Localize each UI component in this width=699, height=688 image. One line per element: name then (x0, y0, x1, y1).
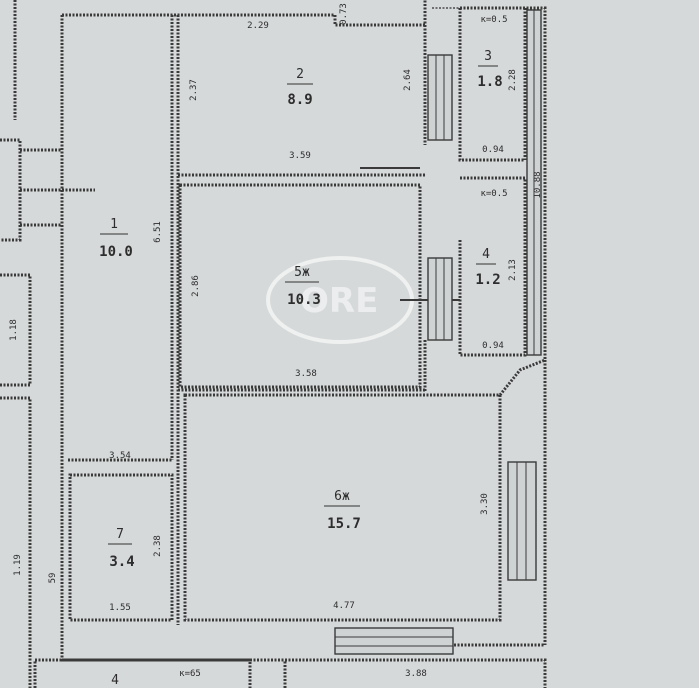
room-3-number: 3 (484, 49, 492, 64)
dim-left-a: 1.18 (9, 319, 19, 341)
dim-top-right: 0.73 (339, 3, 349, 25)
room-1-dim-side: 6.51 (153, 221, 163, 243)
room-2-area: 8.9 (287, 92, 312, 108)
room-3-area: 1.8 (477, 74, 502, 90)
room-3-dim-top: к=0.5 (480, 15, 507, 25)
window-top (427, 54, 453, 141)
room-2-dim-top: 2.29 (247, 21, 269, 31)
room-3-dim-side: 2.28 (508, 69, 518, 91)
dim-left-b: 1.19 (13, 554, 23, 576)
room-2-dim-right: 2.64 (403, 69, 413, 91)
room-7-number: 7 (116, 527, 124, 542)
room-2-dim-bottom: 3.59 (289, 151, 311, 161)
room-5-area: 10.3 (287, 292, 321, 308)
room-4-area: 1.2 (475, 272, 500, 288)
dim-bottom-right: 3.88 (405, 669, 427, 679)
neighbour-fragments (0, 0, 547, 688)
room-6-area: 15.7 (327, 516, 361, 532)
room-4-dim-bottom: 0.94 (482, 341, 504, 351)
room-2-dim-left: 2.37 (189, 79, 199, 101)
room-6-number: 6ж (334, 489, 350, 504)
room-5-number: 5ж (294, 265, 310, 280)
room-5-dim-left: 2.86 (191, 275, 201, 297)
room-1-area: 10.0 (99, 244, 133, 260)
room-2-number: 2 (296, 67, 304, 82)
watermark-logo: ORE (266, 256, 414, 344)
room-6-dim-bottom: 4.77 (333, 601, 355, 611)
window-middle (427, 257, 453, 341)
windows (334, 9, 542, 655)
room-7-dim-bottom: 1.55 (109, 603, 131, 613)
room-7-dim-side: 2.38 (153, 535, 163, 557)
room-4-dim-side: 2.13 (508, 259, 518, 281)
watermark-text: ORE (300, 281, 378, 321)
room-4-dim-top: к=0.5 (480, 189, 507, 199)
room-5-dim-bottom: 3.58 (295, 369, 317, 379)
inner-walls (68, 8, 546, 625)
dim-left-c: 59 (48, 573, 58, 584)
dim-bottom-num: 4 (111, 673, 119, 688)
room-4-number: 4 (482, 247, 490, 262)
window-bottom (334, 627, 454, 655)
dim-bottom-k: к=65 (179, 669, 201, 679)
room-3-dim-bottom: 0.94 (482, 145, 504, 155)
dim-window-right: 10.88 (533, 171, 543, 198)
window-right (507, 461, 537, 581)
room-6-dim-right: 3.30 (480, 493, 490, 515)
room-1-number: 1 (110, 217, 118, 232)
room-1-dim-bottom: 3.54 (109, 451, 131, 461)
room-7-area: 3.4 (109, 554, 134, 570)
